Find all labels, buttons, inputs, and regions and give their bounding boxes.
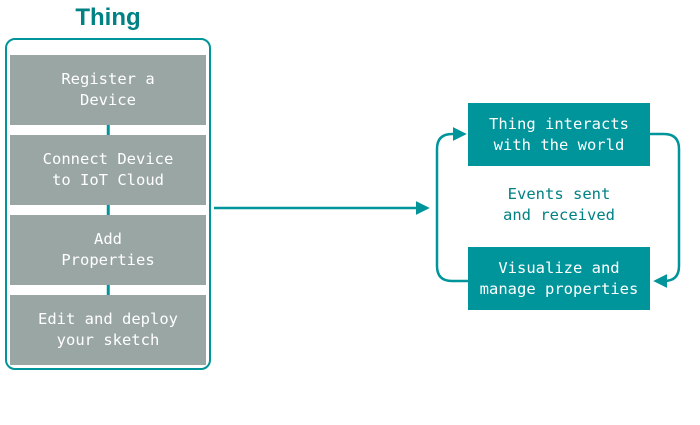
step-connect-device: Connect Device to IoT Cloud (10, 135, 206, 205)
cycle-box-visualize-manage: Visualize and manage properties (468, 247, 650, 310)
cycle-events-label: Events sent and received (503, 185, 615, 224)
step-edit-deploy-sketch: Edit and deploy your sketch (10, 295, 206, 365)
cycle-up-arrow (435, 127, 468, 283)
thing-title: Thing (75, 4, 141, 31)
cycle-down-arrow (650, 132, 681, 288)
cycle-box-thing-interacts: Thing interacts with the world (468, 103, 650, 166)
step-register-device: Register a Device (10, 55, 206, 125)
thing-steps-container: Register a Device Connect Device to IoT … (5, 38, 211, 370)
step-add-properties: Add Properties (10, 215, 206, 285)
